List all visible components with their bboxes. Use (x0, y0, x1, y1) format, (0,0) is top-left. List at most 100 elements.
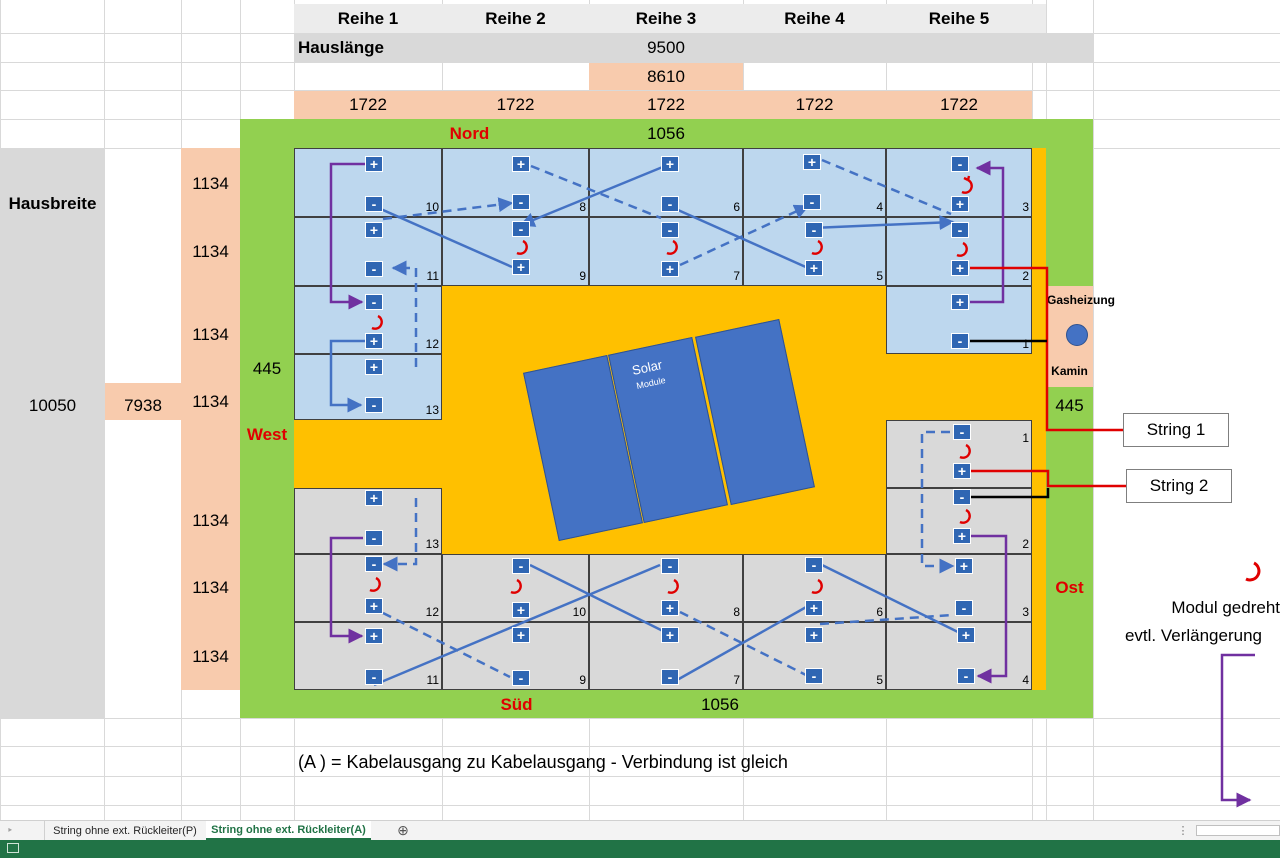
module-number: 6 (876, 605, 883, 619)
module-length-2: 1722 (496, 95, 535, 114)
edge-top-value: 1056 (647, 124, 685, 143)
terminal-plus: + (365, 333, 383, 349)
header-reihe-3: Reihe 3 (635, 8, 697, 28)
terminal-minus: - (957, 668, 975, 684)
horizontal-scrollbar[interactable] (1196, 825, 1280, 836)
module-number: 9 (579, 673, 586, 687)
terminal-minus: - (951, 222, 969, 238)
legend-extension-label: evtl. Verlängerung (1124, 626, 1262, 645)
terminal-plus: + (805, 600, 823, 616)
spreadsheet-grid[interactable]: Reihe 1 Reihe 2 Reihe 3 Reihe 4 Reihe 5 … (0, 0, 1280, 820)
module-length-3: 1722 (647, 95, 685, 114)
add-sheet-icon[interactable]: ⊕ (397, 822, 409, 838)
terminal-plus: + (365, 598, 383, 614)
terminal-minus: - (805, 668, 823, 684)
module-number: 1 (1022, 337, 1029, 351)
terminal-plus: + (512, 602, 530, 618)
terminal-plus: + (951, 294, 969, 310)
terminal-plus: + (803, 154, 821, 170)
compass-north: Nord (449, 124, 490, 143)
module-height-6: 1134 (192, 578, 229, 597)
terminal-minus: - (661, 669, 679, 685)
terminal-minus: - (365, 397, 383, 413)
edge-bottom-value: 1056 (701, 694, 739, 714)
gas-heater-label: Gasheizung (1047, 293, 1116, 307)
tab-sheet-a[interactable]: String ohne ext. Rückleiter(A) (206, 821, 371, 840)
module-height-1: 1134 (192, 174, 229, 193)
module-number: 7 (733, 673, 740, 687)
terminal-plus: + (365, 490, 383, 506)
module-number: 12 (425, 605, 439, 619)
house-width-label: Hausbreite (8, 194, 97, 213)
terminal-minus: - (365, 294, 383, 310)
terminal-minus: - (953, 424, 971, 440)
legend-rotated-label: Modul gedreht (1171, 598, 1280, 617)
terminal-plus: + (365, 628, 383, 644)
terminal-plus: + (951, 260, 969, 276)
header-reihe-5: Reihe 5 (928, 8, 990, 28)
macro-record-icon[interactable] (7, 843, 19, 853)
tab-sheet-p[interactable]: String ohne ext. Rückleiter(P) (44, 821, 205, 840)
terminal-plus: + (953, 463, 971, 479)
module-number: 13 (425, 403, 439, 417)
splitter-dots-icon[interactable]: ⋮ (1177, 825, 1189, 837)
module-length-1: 1722 (349, 95, 387, 114)
terminal-plus: + (661, 600, 679, 616)
module-number: 8 (579, 200, 586, 214)
terminal-plus: + (951, 196, 969, 212)
terminal-minus: - (803, 194, 821, 210)
cable-note: (A ) = Kabelausgang zu Kabelausgang - Ve… (298, 751, 788, 772)
module-height-2: 1134 (192, 242, 229, 261)
module-number: 4 (876, 200, 883, 214)
inner-length-value: 8610 (647, 66, 685, 86)
status-bar (0, 840, 1280, 858)
module-number: 5 (876, 673, 883, 687)
header-reihe-2: Reihe 2 (485, 8, 546, 28)
terminal-plus: + (805, 260, 823, 276)
terminal-plus: + (661, 156, 679, 172)
module-number: 1 (1022, 431, 1029, 445)
compass-west: West (246, 425, 288, 444)
terminal-minus: - (805, 222, 823, 238)
module-number: 5 (876, 269, 883, 283)
module-number: 9 (579, 269, 586, 283)
terminal-minus: - (365, 669, 383, 685)
terminal-plus: + (365, 156, 383, 172)
inner-width-value: 7938 (124, 396, 162, 415)
header-reihe-4: Reihe 4 (784, 8, 845, 28)
module-height-5: 1134 (192, 511, 229, 530)
terminal-plus: + (365, 222, 383, 238)
sheet-tab-bar: ‣ String ohne ext. Rückleiter(P) String … (0, 820, 1280, 841)
module-number: 11 (426, 269, 439, 283)
string-1-callout: String 1 (1123, 413, 1229, 447)
header-reihe-1: Reihe 1 (337, 8, 399, 28)
module-height-4: 1134 (192, 392, 229, 411)
house-length-label: Hauslänge (298, 38, 384, 57)
module-number: 4 (1022, 673, 1029, 687)
terminal-plus: + (661, 627, 679, 643)
house-width-value: 10050 (28, 396, 77, 415)
module-length-5: 1722 (940, 95, 978, 114)
module-number: 7 (733, 269, 740, 283)
module-number: 3 (1022, 200, 1029, 214)
house-length-value: 9500 (647, 38, 685, 57)
terminal-minus: - (512, 670, 530, 686)
module-length-4: 1722 (795, 95, 834, 114)
terminal-plus: + (953, 528, 971, 544)
chimney-label: Kamin (1051, 364, 1088, 378)
terminal-plus: + (957, 627, 975, 643)
side-east-value: 445 (1055, 396, 1084, 415)
string-2-callout: String 2 (1126, 469, 1232, 503)
module-number: 2 (1022, 537, 1029, 551)
terminal-minus: - (365, 196, 383, 212)
terminal-plus: + (955, 558, 973, 574)
terminal-minus: - (661, 558, 679, 574)
terminal-minus: - (512, 221, 530, 237)
chimney-icon (1066, 324, 1088, 346)
terminal-minus: - (365, 530, 383, 546)
terminal-plus: + (661, 261, 679, 277)
module-number: 6 (733, 200, 740, 214)
tab-scroll-left-icon[interactable]: ‣ (6, 825, 14, 837)
terminal-minus: - (661, 196, 679, 212)
terminal-minus: - (951, 156, 969, 172)
